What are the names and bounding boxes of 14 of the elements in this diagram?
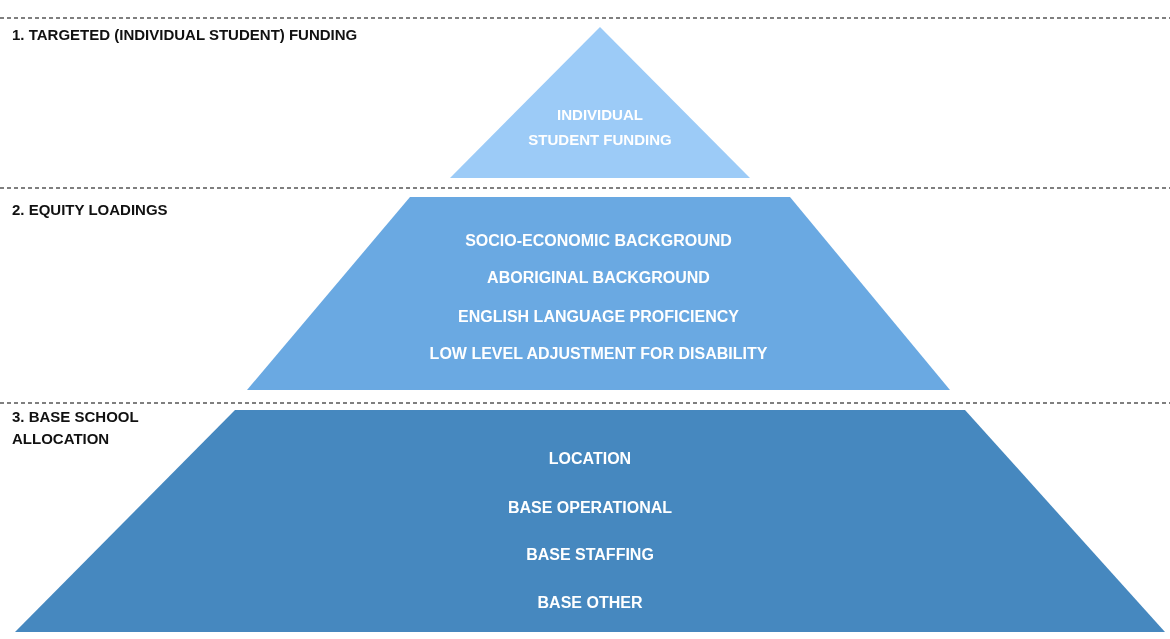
pyramid-tier xyxy=(450,27,750,178)
tier-item-text: SOCIO-ECONOMIC BACKGROUND xyxy=(465,230,732,251)
tier-item-text: LOW LEVEL ADJUSTMENT FOR DISABILITY xyxy=(429,343,768,364)
tier-item-text: BASE OTHER xyxy=(537,592,643,613)
tier-item-text: ENGLISH LANGUAGE PROFICIENCY xyxy=(458,306,739,327)
tier-item-text: BASE OPERATIONAL xyxy=(507,497,673,518)
tier-item-text: LOCATION xyxy=(548,448,632,469)
tier-heading: 1. TARGETED (INDIVIDUAL STUDENT) FUNDING xyxy=(12,25,358,45)
tier-heading: 3. BASE SCHOOL ALLOCATION xyxy=(12,407,140,449)
tier-item-text: BASE STAFFING xyxy=(526,544,654,565)
tier-item-text: INDIVIDUAL STUDENT FUNDING xyxy=(527,105,673,150)
tier-heading: 2. EQUITY LOADINGS xyxy=(12,200,168,220)
pyramid-tier xyxy=(247,197,950,390)
tier-item-text: ABORIGINAL BACKGROUND xyxy=(487,267,710,288)
